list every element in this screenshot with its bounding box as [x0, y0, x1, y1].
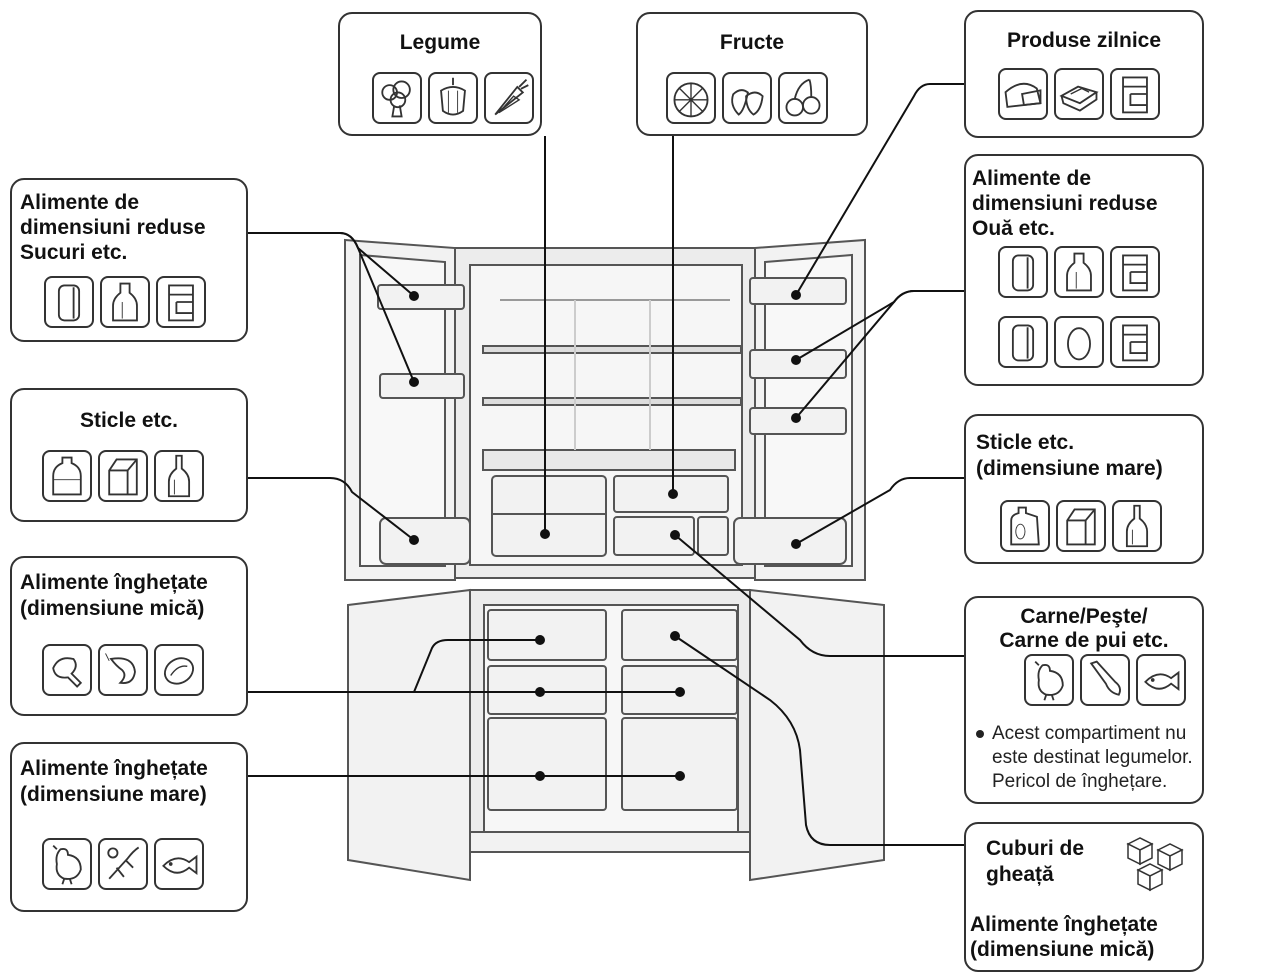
carton-icon — [156, 276, 206, 328]
ice-sub-1: Alimente înghețate — [970, 913, 1158, 936]
bottle-icon — [100, 276, 150, 328]
meat-fish-box: Carne/Peşte/ Carne de pui etc. Acest com… — [964, 596, 1204, 804]
meat-fish-title-2: Carne de pui etc. — [999, 629, 1169, 652]
ice-title-1: Cuburi de — [986, 837, 1084, 860]
produse-zilnice-box: Produse zilnice — [964, 10, 1204, 138]
frozen-large-title-2: (dimensiune mare) — [20, 783, 207, 806]
legume-box: Legume — [338, 12, 542, 136]
citrus-slice-icon — [666, 72, 716, 124]
ice-title-2: gheață — [986, 863, 1054, 886]
bottles-title: Sticle etc. — [79, 409, 179, 432]
fridge-illustration — [344, 238, 885, 882]
meat-note-2: este destinat legumelor. — [992, 747, 1193, 768]
egg-icon — [1054, 316, 1104, 368]
lobster-icon — [98, 838, 148, 890]
butter-dish-icon — [1054, 68, 1104, 120]
fructe-box: Fructe — [636, 12, 868, 136]
small-foods-eggs-title-1: Alimente de — [972, 167, 1092, 190]
strawberry-icon — [722, 72, 772, 124]
frozen-small-title-2: (dimensiune mică) — [20, 597, 205, 620]
jug-icon — [1000, 500, 1050, 552]
ice-cubes-icon — [1124, 830, 1196, 902]
small-foods-eggs-box: Alimente de dimensiuni reduse Ouă etc. — [964, 154, 1204, 386]
large-bottles-title-1: Sticle etc. — [976, 431, 1075, 454]
note-bullet — [976, 730, 984, 738]
meat-leg-icon — [1080, 654, 1130, 706]
carrot-icon — [484, 72, 534, 124]
frozen-large-title-1: Alimente înghețate — [20, 757, 208, 780]
chicken-icon — [42, 838, 92, 890]
small-foods-eggs-title-2: dimensiuni reduse — [972, 192, 1158, 215]
frozen-large-box: Alimente înghețate (dimensiune mare) — [10, 742, 248, 912]
wine-bottle-icon — [154, 450, 204, 502]
ice-cubes-box: Cuburi de gheață Alimente înghețate (dim… — [964, 822, 1204, 972]
large-bottles-box: Sticle etc. (dimensiune mare) — [964, 414, 1204, 564]
meat-note-3: Pericol de înghețare. — [992, 771, 1168, 792]
can-icon — [44, 276, 94, 328]
small-foods-juices-title-3: Sucuri etc. — [20, 241, 128, 264]
chicken-icon — [1024, 654, 1074, 706]
fish-icon — [1136, 654, 1186, 706]
carton-icon — [1110, 316, 1160, 368]
frozen-small-title-1: Alimente înghețate — [20, 571, 208, 594]
can-icon — [998, 316, 1048, 368]
legume-title: Legume — [399, 31, 481, 54]
milk-carton-icon — [98, 450, 148, 502]
large-bottles-title-2: (dimensiune mare) — [976, 457, 1163, 480]
leader-lines — [248, 83, 964, 846]
shrimp-icon — [98, 644, 148, 696]
small-foods-juices-title-1: Alimente de — [20, 191, 140, 214]
chicken-leg-icon — [42, 644, 92, 696]
fructe-title: Fructe — [719, 31, 785, 54]
fish-icon — [154, 838, 204, 890]
pepper-icon — [428, 72, 478, 124]
leader-dots — [409, 290, 801, 781]
can-icon — [998, 246, 1048, 298]
bottles-box: Sticle etc. — [10, 388, 248, 522]
carton-icon — [1110, 246, 1160, 298]
meat-fish-title-1: Carne/Peşte/ — [1020, 605, 1148, 628]
cherry-icon — [778, 72, 828, 124]
wine-bottle-icon — [1112, 500, 1162, 552]
produse-zilnice-title: Produse zilnice — [1006, 29, 1162, 52]
bottle-icon — [1054, 246, 1104, 298]
broccoli-icon — [372, 72, 422, 124]
meat-note-1: Acest compartiment nu — [992, 723, 1187, 744]
small-foods-juices-box: Alimente de dimensiuni reduse Sucuri etc… — [10, 178, 248, 342]
frozen-small-box: Alimente înghețate (dimensiune mică) — [10, 556, 248, 716]
plastic-bottle-icon — [42, 450, 92, 502]
small-foods-eggs-title-3: Ouă etc. — [972, 217, 1055, 240]
milk-carton-icon — [1056, 500, 1106, 552]
cheese-icon — [998, 68, 1048, 120]
fish-steak-icon — [154, 644, 204, 696]
small-foods-juices-title-2: dimensiuni reduse — [20, 216, 206, 239]
ice-sub-2: (dimensiune mică) — [970, 938, 1155, 961]
carton-icon — [1110, 68, 1160, 120]
